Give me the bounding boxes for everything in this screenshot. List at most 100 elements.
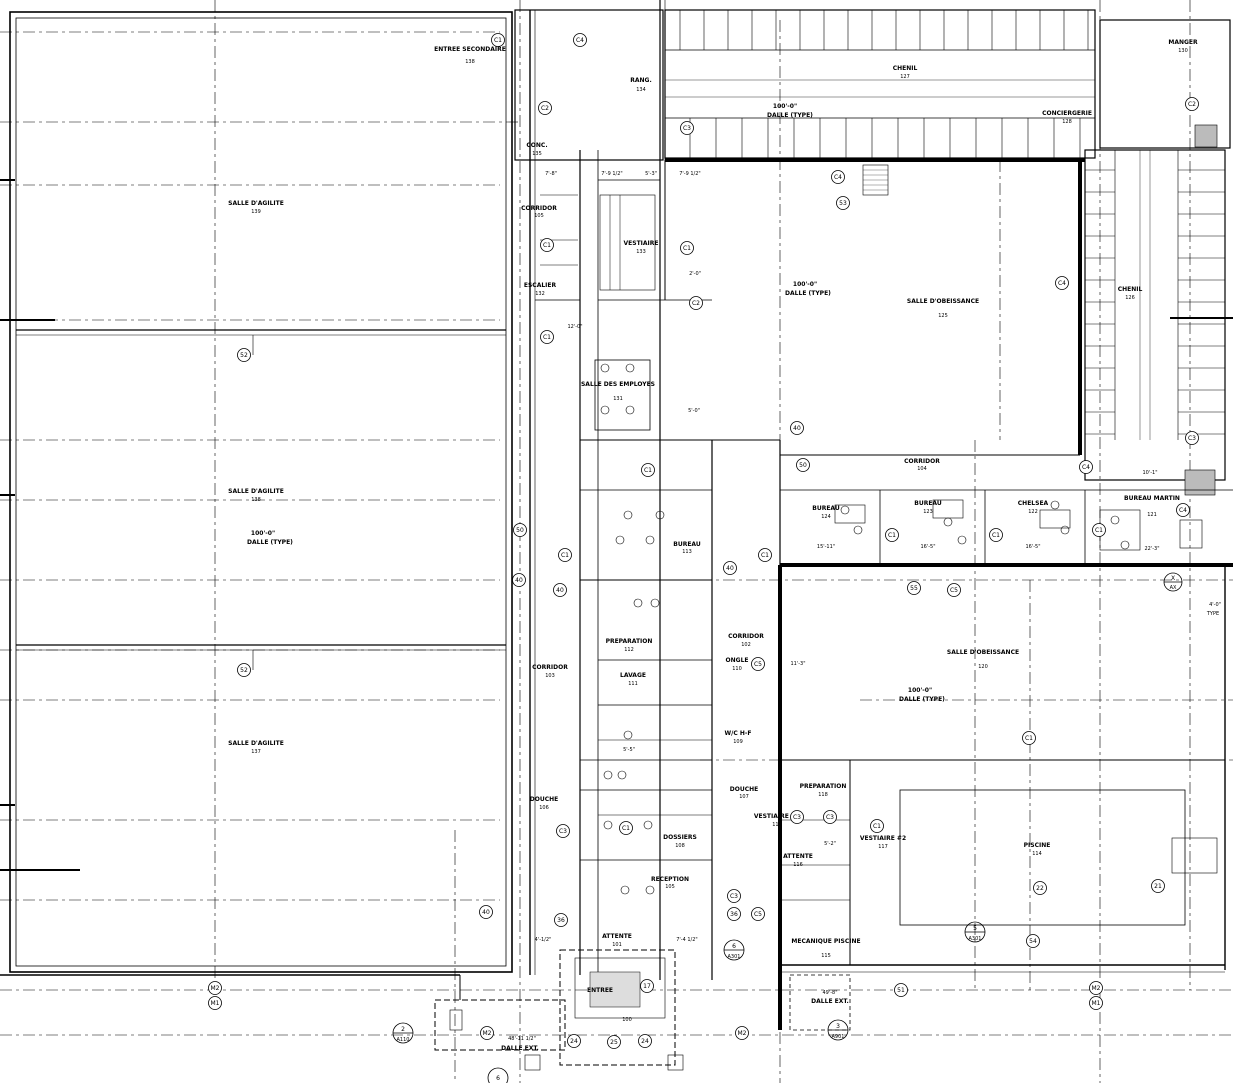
svg-text:7'-8": 7'-8" bbox=[545, 171, 557, 177]
tag-text: 52 bbox=[240, 667, 248, 674]
svg-text:100'-0": 100'-0" bbox=[908, 687, 932, 694]
chair-icon bbox=[600, 405, 610, 415]
chair-icon bbox=[625, 363, 635, 373]
svg-text:TYPE: TYPE bbox=[1206, 611, 1219, 617]
svg-text:7'-9 1/2": 7'-9 1/2" bbox=[601, 171, 622, 177]
room-label: ESCALIER bbox=[524, 282, 557, 289]
room-number: 105 bbox=[665, 884, 675, 890]
tag-bubble: 24 bbox=[638, 1034, 652, 1048]
tag-text: 55 bbox=[910, 585, 918, 592]
chair-icon bbox=[957, 535, 967, 545]
svg-text:2'-0": 2'-0" bbox=[689, 271, 701, 277]
tag-text: C3 bbox=[826, 814, 834, 821]
tag-text: C1 bbox=[561, 552, 569, 559]
tag-bubble: C3 bbox=[727, 889, 741, 903]
svg-text:6: 6 bbox=[496, 1075, 500, 1082]
chair-icon bbox=[853, 525, 863, 535]
room-label: MANGER bbox=[1168, 39, 1198, 46]
tag-text: C1 bbox=[644, 467, 652, 474]
room-label: RECEPTION bbox=[651, 876, 689, 883]
tag-bubble: C1 bbox=[885, 528, 899, 542]
tag-bubble: C2 bbox=[1185, 97, 1199, 111]
svg-text:10'-1": 10'-1" bbox=[1142, 470, 1157, 476]
room-label: DOUCHE bbox=[530, 796, 558, 803]
room-number: 123 bbox=[923, 509, 933, 515]
tag-bubble: 50 bbox=[513, 523, 527, 537]
room-number: 137 bbox=[251, 749, 261, 755]
tag-text: C3 bbox=[793, 814, 801, 821]
tag-text: C1 bbox=[543, 334, 551, 341]
svg-text:49'-8": 49'-8" bbox=[822, 990, 837, 996]
tag-bubble: M2 bbox=[735, 1026, 749, 1040]
tag-bubble: C1 bbox=[989, 528, 1003, 542]
room-label: BUREAU bbox=[673, 541, 701, 548]
tag-text: 17 bbox=[643, 983, 651, 990]
room-label: CHELSEA bbox=[1018, 500, 1049, 507]
room-number: 113 bbox=[682, 549, 692, 555]
tag-bubble: 40 bbox=[512, 573, 526, 587]
room-number: 107 bbox=[739, 794, 749, 800]
svg-text:16'-5": 16'-5" bbox=[1025, 544, 1040, 550]
room-number: 106 bbox=[539, 805, 549, 811]
tag-text: C5 bbox=[754, 911, 762, 918]
svg-text:A110: A110 bbox=[397, 1037, 410, 1043]
tag-text: 40 bbox=[515, 577, 523, 584]
room-number: 117 bbox=[878, 844, 888, 850]
room-label: BUREAU MARTIN bbox=[1124, 495, 1180, 502]
room-label: LAVAGE bbox=[620, 672, 646, 679]
chair-icon bbox=[1050, 500, 1060, 510]
tag-text: C4 bbox=[1179, 507, 1187, 514]
tag-text: C3 bbox=[683, 125, 691, 132]
tag-bubble: M1 bbox=[208, 996, 222, 1010]
entrance-block bbox=[0, 949, 684, 1071]
tag-text: C1 bbox=[622, 825, 630, 832]
tag-text: M2 bbox=[483, 1030, 492, 1037]
chair-icon bbox=[600, 363, 610, 373]
tag-bubble: C1 bbox=[641, 463, 655, 477]
kennel-dividers-right-b bbox=[1178, 169, 1225, 435]
room-number: 103 bbox=[545, 673, 555, 679]
svg-text:DALLE (TYPE): DALLE (TYPE) bbox=[785, 290, 831, 297]
room-label: CORRIDOR bbox=[532, 664, 568, 671]
svg-text:7'-4 1/2": 7'-4 1/2" bbox=[676, 937, 697, 943]
tag-text: C3 bbox=[1188, 435, 1196, 442]
room-number: 139 bbox=[251, 209, 261, 215]
agility-halls bbox=[0, 11, 513, 973]
tag-bubble: 17 bbox=[640, 979, 654, 993]
tag-bubble: C1 bbox=[870, 819, 884, 833]
svg-text:5'-3": 5'-3" bbox=[645, 171, 657, 177]
svg-text:100'-0": 100'-0" bbox=[793, 281, 817, 288]
room-number: 121 bbox=[1147, 512, 1157, 518]
tag-bubble: 52 bbox=[237, 663, 251, 677]
tag-text: 24 bbox=[641, 1038, 649, 1045]
chair-icon bbox=[603, 820, 613, 830]
svg-text:22'-3": 22'-3" bbox=[1144, 546, 1159, 552]
room-number: 105 bbox=[534, 213, 544, 219]
room-label: SALLE D'OBEISSANCE bbox=[907, 298, 979, 305]
room-number: 102 bbox=[741, 642, 751, 648]
room-label: SALLE D'OBEISSANCE bbox=[947, 649, 1019, 656]
svg-text:DALLE (TYPE): DALLE (TYPE) bbox=[247, 539, 293, 546]
room-number: 119 bbox=[772, 822, 782, 828]
svg-text:DALLE EXT.: DALLE EXT. bbox=[811, 998, 849, 1005]
tag-bubble: C4 bbox=[831, 170, 845, 184]
top-kennels bbox=[664, 9, 1096, 162]
svg-text:4'-0": 4'-0" bbox=[1209, 602, 1221, 608]
tag-text: C1 bbox=[1095, 527, 1103, 534]
room-label: ENTREE bbox=[587, 987, 613, 994]
svg-text:16'-5": 16'-5" bbox=[920, 544, 935, 550]
chair-icon bbox=[623, 510, 633, 520]
tag-text: 40 bbox=[482, 909, 490, 916]
svg-text:DALLE EXT.: DALLE EXT. bbox=[501, 1045, 539, 1052]
tag-text: C1 bbox=[543, 242, 551, 249]
tag-bubble: 36 bbox=[554, 913, 568, 927]
tag-bubble: 52 bbox=[237, 348, 251, 362]
tag-bubble: 40 bbox=[723, 561, 737, 575]
room-number: 104 bbox=[917, 466, 927, 472]
room-label: PREPARATION bbox=[800, 783, 847, 790]
tag-bubble: 40 bbox=[479, 905, 493, 919]
tag-bubble: 40 bbox=[553, 583, 567, 597]
room-label: SALLE D'AGILITE bbox=[228, 200, 284, 207]
room-label: SALLE D'AGILITE bbox=[228, 740, 284, 747]
tag-bubble: C3 bbox=[790, 810, 804, 824]
